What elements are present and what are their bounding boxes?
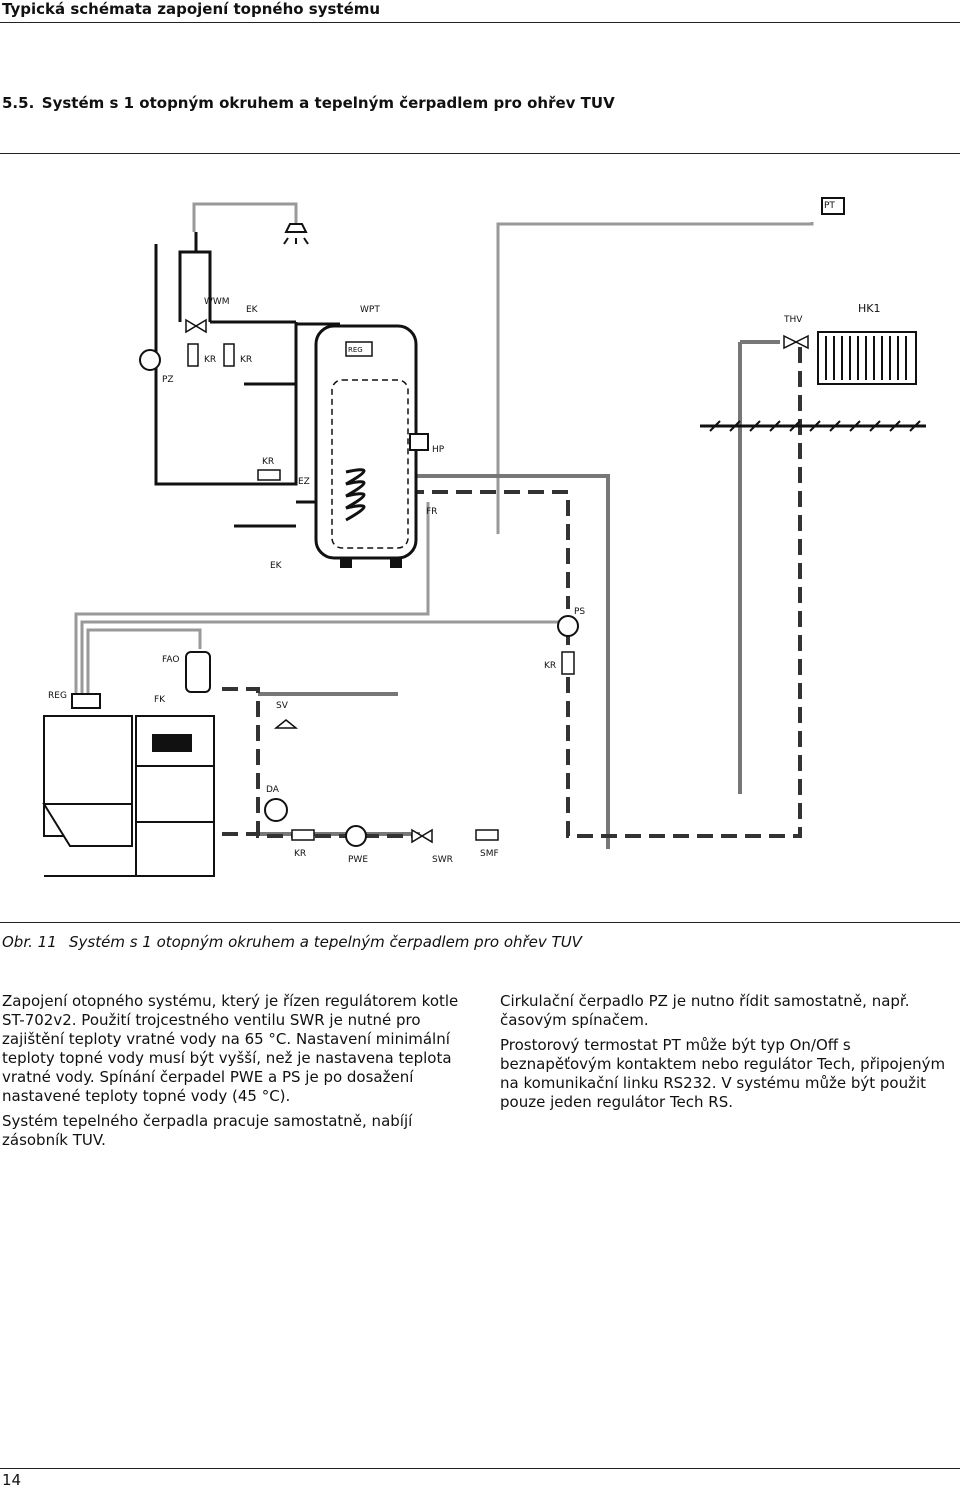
header-rule	[0, 22, 960, 23]
label-reg-boiler: REG	[48, 691, 67, 701]
label-kr5: KR	[294, 849, 306, 859]
label-reg-tank: REG	[348, 346, 363, 354]
paragraph: Systém tepelného čerpadla pracuje samost…	[2, 1112, 413, 1149]
label-kr3: KR	[262, 457, 274, 467]
wire-fao	[86, 628, 202, 699]
label-fk: FK	[154, 695, 166, 705]
label-hp: HP	[432, 445, 445, 455]
text-column-left: Zapojení otopného systému, který je říze…	[2, 992, 472, 1156]
filter-smf-icon	[475, 829, 499, 841]
label-thv: THV	[783, 315, 803, 325]
paragraph: Prostorový termostat PT může být typ On/…	[500, 1036, 946, 1111]
section-heading: 5.5. Systém s 1 otopným okruhem a tepeln…	[2, 94, 615, 112]
check-valve-icon	[257, 469, 281, 481]
wire-thermostat	[496, 222, 814, 534]
paragraph: Zapojení otopného systému, který je říze…	[2, 992, 459, 1105]
safety-valve-sv-icon	[273, 719, 299, 729]
page-header-title: Typická schémata zapojení topného systém…	[2, 0, 381, 18]
heat-exchanger-hp-icon	[409, 433, 429, 451]
label-fao: FAO	[162, 655, 179, 665]
supply-pipe	[416, 474, 610, 849]
label-ps: PS	[574, 607, 585, 617]
pump-pwe-icon	[345, 825, 367, 847]
label-ek-top: EK	[246, 305, 259, 315]
dhw-tank-icon	[314, 324, 418, 568]
check-valve-icon	[187, 343, 199, 367]
floor-line	[700, 420, 926, 432]
wire-pump-ps	[80, 620, 562, 699]
label-ez: EZ	[298, 477, 310, 487]
label-kr2: KR	[240, 355, 252, 365]
label-ek-bottom: EK	[270, 561, 283, 571]
label-swr: SWR	[432, 855, 453, 865]
label-wwm: WWM	[204, 297, 230, 307]
label-kr4: KR	[544, 661, 556, 671]
pump-ps-icon	[557, 615, 579, 637]
label-sv: SV	[276, 701, 289, 711]
label-smf: SMF	[480, 849, 499, 859]
wire-shower	[192, 202, 298, 232]
figure-caption: Obr. 11 Systém s 1 otopným okruhem a tep…	[2, 933, 582, 951]
thermostat-icon	[821, 197, 845, 215]
label-kr1: KR	[204, 355, 216, 365]
boiler-icon	[42, 693, 215, 877]
text-column-right: Cirkulační čerpadlo PZ je nutno řídit sa…	[500, 992, 950, 1118]
page-number: 14	[2, 1471, 22, 1489]
heating-system-diagram: PT HK1 THV REG WPT HP FR PZ WWM EK KR KR…	[0, 153, 960, 923]
label-pz: PZ	[162, 375, 174, 385]
footer-rule	[0, 1468, 960, 1469]
label-wpt: WPT	[360, 305, 380, 315]
valve-thv-icon	[783, 334, 798, 350]
mixing-valve-wwm-icon	[185, 318, 198, 334]
paragraph: Cirkulační čerpadlo PZ je nutno řídit sa…	[500, 992, 910, 1029]
label-pwe: PWE	[348, 855, 368, 865]
shower-icon	[283, 223, 309, 245]
check-valve-icon	[561, 651, 575, 675]
flue-sensor-fao-icon	[185, 651, 211, 693]
label-hk1: HK1	[858, 302, 880, 315]
expansion-tank-da-icon	[264, 798, 288, 822]
label-da: DA	[266, 785, 280, 795]
pump-pz-icon	[139, 349, 161, 371]
radiator-icon	[817, 331, 917, 385]
three-way-valve-swr-icon	[411, 828, 424, 844]
return-pipe	[408, 490, 570, 609]
check-valve-icon	[291, 829, 315, 841]
wire-sensor-fr	[74, 502, 430, 699]
label-pt: PT	[824, 201, 835, 211]
label-fr: FR	[426, 507, 437, 517]
check-valve-icon	[223, 343, 235, 367]
